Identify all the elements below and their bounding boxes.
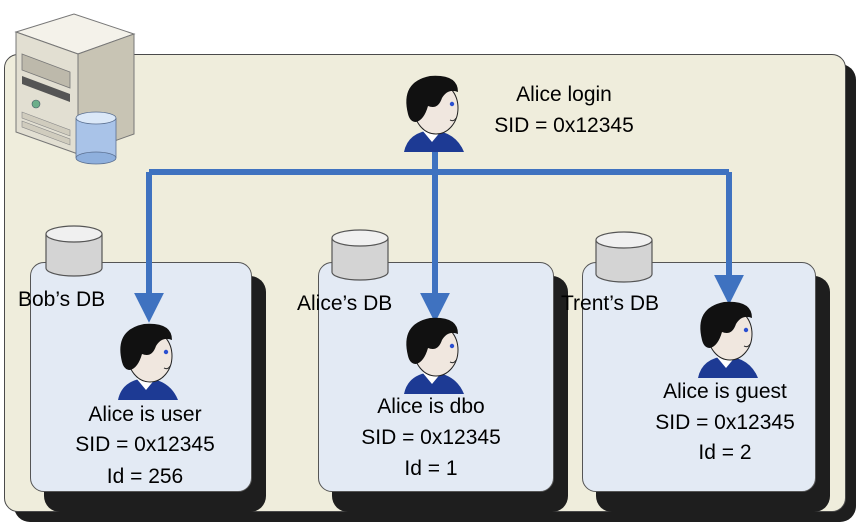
user-icon: [404, 317, 464, 394]
login-title: Alice login: [516, 83, 612, 106]
db-sid-trents: SID = 0x12345: [655, 411, 795, 434]
db-id-alices: Id = 1: [404, 457, 458, 480]
login-sid: SID = 0x12345: [494, 114, 634, 137]
server-icon: [14, 13, 136, 165]
db-name-bobs: Bob’s DB: [18, 288, 106, 311]
db-id-bobs: Id = 256: [106, 465, 184, 488]
database-cylinder-icon: [595, 231, 653, 283]
db-sid-alices: SID = 0x12345: [361, 426, 501, 449]
db-role-trents: Alice is guest: [663, 380, 787, 403]
database-cylinder-icon: [45, 225, 103, 277]
user-icon: [118, 323, 178, 400]
user-icon: [698, 301, 758, 378]
db-sid-bobs: SID = 0x12345: [75, 433, 215, 456]
db-name-trents: Trent’s DB: [561, 292, 660, 315]
database-cylinder-icon: [331, 229, 389, 281]
db-role-alices: Alice is dbo: [377, 395, 485, 418]
db-id-trents: Id = 2: [698, 441, 752, 464]
user-icon: [404, 75, 464, 152]
db-role-bobs: Alice is user: [88, 403, 202, 426]
db-name-alices: Alice’s DB: [297, 292, 393, 315]
